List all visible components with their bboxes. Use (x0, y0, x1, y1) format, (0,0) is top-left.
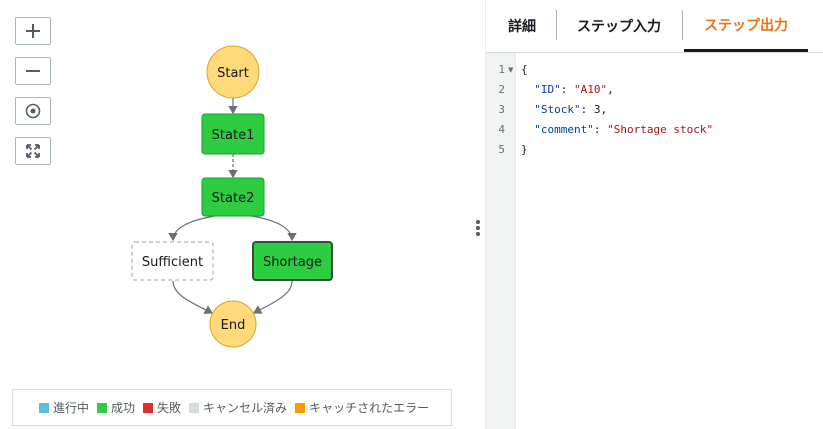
json-value: "A10" (574, 83, 608, 96)
panel-resize-handle[interactable] (470, 0, 485, 429)
code-line-2: "ID": "A10", (534, 83, 614, 96)
legend-item-failed: 失敗 (143, 399, 181, 416)
center-icon (25, 103, 41, 119)
legend-item-succeeded: 成功 (97, 399, 135, 416)
fold-arrow-icon[interactable]: ▼ (508, 66, 514, 74)
node-shortage[interactable]: Shortage (252, 241, 333, 281)
fit-screen-button[interactable] (15, 137, 51, 165)
edge-state2-sufficient (168, 215, 216, 242)
zoom-out-button[interactable] (15, 57, 51, 85)
legend-label: 成功 (111, 401, 136, 415)
legend-label: キャンセル済み (203, 401, 288, 415)
legend-swatch (39, 402, 49, 413)
node-state1-label: State1 (212, 128, 255, 143)
node-shortage-label: Shortage (263, 255, 322, 270)
legend-swatch (97, 402, 108, 413)
code-line-3: "Stock": 3, (534, 103, 608, 116)
graph-panel: Start State1 State2 Sufficient Shortage … (12, 17, 452, 426)
legend-swatch (295, 402, 306, 413)
json-output-viewer[interactable]: 1 ▼ 2 3 4 5 { "ID": "A10", "Stock": 3, "… (486, 53, 823, 429)
json-key: "comment" (534, 123, 594, 136)
zoom-in-icon (26, 24, 40, 38)
zoom-in-button[interactable] (15, 17, 51, 45)
node-state2[interactable]: State2 (201, 177, 265, 217)
line-number: 3 (498, 103, 505, 116)
drag-dot-icon (476, 226, 480, 230)
node-state1[interactable]: State1 (201, 113, 265, 155)
line-number-gutter: 1 ▼ 2 3 4 5 (486, 53, 516, 429)
json-value: 3 (593, 103, 601, 116)
code-line-5: } (521, 143, 528, 156)
tab-step-input[interactable]: ステップ入力 (577, 19, 661, 35)
legend-swatch (143, 402, 154, 413)
json-key: "Stock" (534, 103, 581, 116)
code-brace: { (521, 63, 528, 76)
node-sufficient-label: Sufficient (142, 255, 203, 270)
tab-separator (556, 10, 557, 40)
edge-sufficient-end (172, 280, 214, 314)
tab-step-output[interactable]: ステップ出力 (684, 0, 808, 52)
status-legend: 進行中 成功 失敗 キャンセル済み キャッチされたエラー (12, 389, 452, 426)
node-end[interactable]: End (209, 300, 257, 348)
zoom-out-icon (26, 70, 40, 72)
legend-item-in-progress: 進行中 (39, 399, 89, 416)
tab-details[interactable]: 詳細 (508, 19, 536, 35)
center-button[interactable] (15, 97, 51, 125)
tab-separator (682, 10, 683, 40)
legend-swatch (189, 402, 200, 413)
line-number: 2 (498, 83, 505, 96)
drag-dot-icon (476, 220, 480, 224)
node-end-label: End (221, 318, 246, 333)
edge-state2-shortage (250, 215, 297, 242)
fit-screen-icon (26, 144, 40, 158)
legend-item-cancelled: キャンセル済み (189, 399, 287, 416)
code-brace: } (521, 143, 528, 156)
legend-label: 進行中 (53, 401, 90, 415)
json-key: "ID" (534, 83, 561, 96)
line-number: 5 (498, 143, 505, 156)
node-start-label: Start (217, 66, 249, 81)
legend-label: キャッチされたエラー (309, 401, 430, 415)
code-line-4: "comment": "Shortage stock" (534, 123, 714, 136)
line-number: 4 (498, 123, 505, 136)
node-state2-label: State2 (212, 191, 255, 206)
drag-dot-icon (476, 232, 480, 236)
details-panel: 詳細 ステップ入力 ステップ出力 1 ▼ 2 3 4 5 { "ID": "A1… (485, 0, 823, 429)
line-number: 1 (498, 63, 505, 76)
state-machine-graph: Start State1 State2 Sufficient Shortage … (131, 45, 333, 348)
edge-shortage-end (252, 280, 293, 314)
legend-label: 失敗 (157, 401, 182, 415)
tab-bar: 詳細 ステップ入力 ステップ出力 (486, 0, 823, 53)
json-value: "Shortage stock" (607, 123, 714, 136)
legend-item-caught-error: キャッチされたエラー (295, 399, 429, 416)
code-line-1: { (521, 63, 528, 76)
node-start[interactable]: Start (206, 45, 260, 99)
node-sufficient[interactable]: Sufficient (131, 241, 214, 281)
